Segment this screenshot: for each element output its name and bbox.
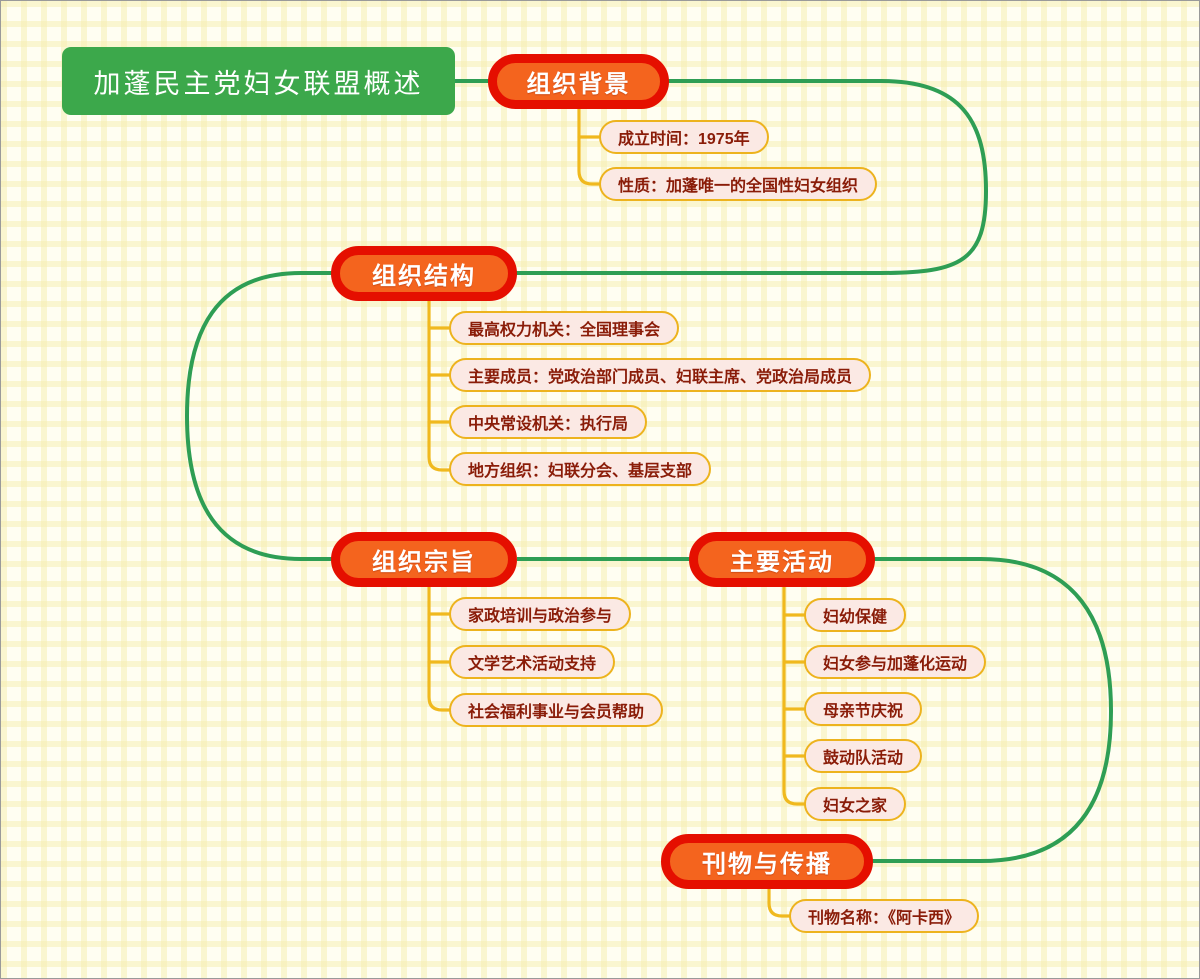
leaf-node-structure-1[interactable]: 主要成员：党政治部门成员、妇联主席、党政治局成员 (449, 358, 872, 392)
branch-node-structure-label: 组织结构 (372, 263, 476, 290)
branch-node-background-label: 组织背景 (526, 71, 631, 98)
leaf-node-activities-0-label: 妇幼保健 (823, 609, 888, 626)
branch-node-activities[interactable]: 主要活动 (689, 532, 875, 587)
leaf-node-purpose-0[interactable]: 家政培训与政治参与 (449, 597, 632, 631)
subconnector-purpose (427, 581, 454, 712)
leaf-node-structure-2[interactable]: 中央常设机关：执行局 (449, 405, 648, 439)
branch-node-purpose[interactable]: 组织宗旨 (331, 532, 517, 587)
leaf-node-activities-2-label: 母亲节庆祝 (823, 703, 904, 720)
root-node-label: 加蓬民主党妇女联盟概述 (93, 68, 424, 99)
leaf-node-structure-3[interactable]: 地方组织：妇联分会、基层支部 (449, 452, 712, 486)
leaf-node-background-1[interactable]: 性质：加蓬唯一的全国性妇女组织 (599, 167, 878, 201)
leaf-node-activities-0[interactable]: 妇幼保健 (804, 598, 907, 632)
branch-node-purpose-label: 组织宗旨 (372, 549, 476, 576)
connector-structure-to-purpose (184, 271, 336, 561)
leaf-node-background-0[interactable]: 成立时间：1975年 (599, 120, 769, 154)
leaf-node-activities-4[interactable]: 妇女之家 (804, 787, 907, 821)
leaf-node-purpose-2-label: 社会福利事业与会员帮助 (468, 704, 645, 721)
leaf-node-activities-1[interactable]: 妇女参与加蓬化运动 (804, 645, 987, 679)
leaf-node-purpose-0-label: 家政培训与政治参与 (468, 608, 613, 625)
branch-node-structure[interactable]: 组织结构 (331, 246, 517, 301)
leaf-node-activities-1-label: 妇女参与加蓬化运动 (823, 656, 968, 673)
branch-node-publication[interactable]: 刊物与传播 (661, 834, 873, 889)
leaf-node-background-1-label: 性质：加蓬唯一的全国性妇女组织 (618, 178, 859, 195)
leaf-node-publication-0[interactable]: 刊物名称：《阿卡西》 (789, 899, 980, 933)
leaf-node-activities-2[interactable]: 母亲节庆祝 (804, 692, 923, 726)
leaf-node-purpose-1-label: 文学艺术活动支持 (468, 656, 597, 673)
leaf-node-structure-3-label: 地方组织：妇联分会、基层支部 (468, 463, 693, 480)
leaf-node-activities-3[interactable]: 鼓动队活动 (804, 739, 923, 773)
root-node[interactable]: 加蓬民主党妇女联盟概述 (62, 47, 455, 115)
leaf-node-structure-0-label: 最高权力机关：全国理事会 (468, 322, 661, 339)
branch-node-publication-label: 刊物与传播 (702, 851, 832, 878)
leaf-node-purpose-2[interactable]: 社会福利事业与会员帮助 (449, 693, 664, 727)
leaf-node-publication-0-label: 刊物名称：《阿卡西》 (808, 910, 961, 927)
branch-node-background[interactable]: 组织背景 (488, 54, 669, 109)
leaf-node-purpose-1[interactable]: 文学艺术活动支持 (449, 645, 616, 679)
leaf-node-activities-3-label: 鼓动队活动 (823, 750, 904, 767)
leaf-node-structure-0[interactable]: 最高权力机关：全国理事会 (449, 311, 680, 345)
branch-node-activities-label: 主要活动 (730, 549, 834, 576)
leaf-node-background-0-label: 成立时间：1975年 (618, 131, 750, 148)
leaf-node-structure-1-label: 主要成员：党政治部门成员、妇联主席、党政治局成员 (468, 369, 853, 386)
subconnector-background (577, 103, 604, 186)
leaf-node-structure-2-label: 中央常设机关：执行局 (468, 416, 629, 433)
leaf-node-activities-4-label: 妇女之家 (823, 798, 888, 815)
